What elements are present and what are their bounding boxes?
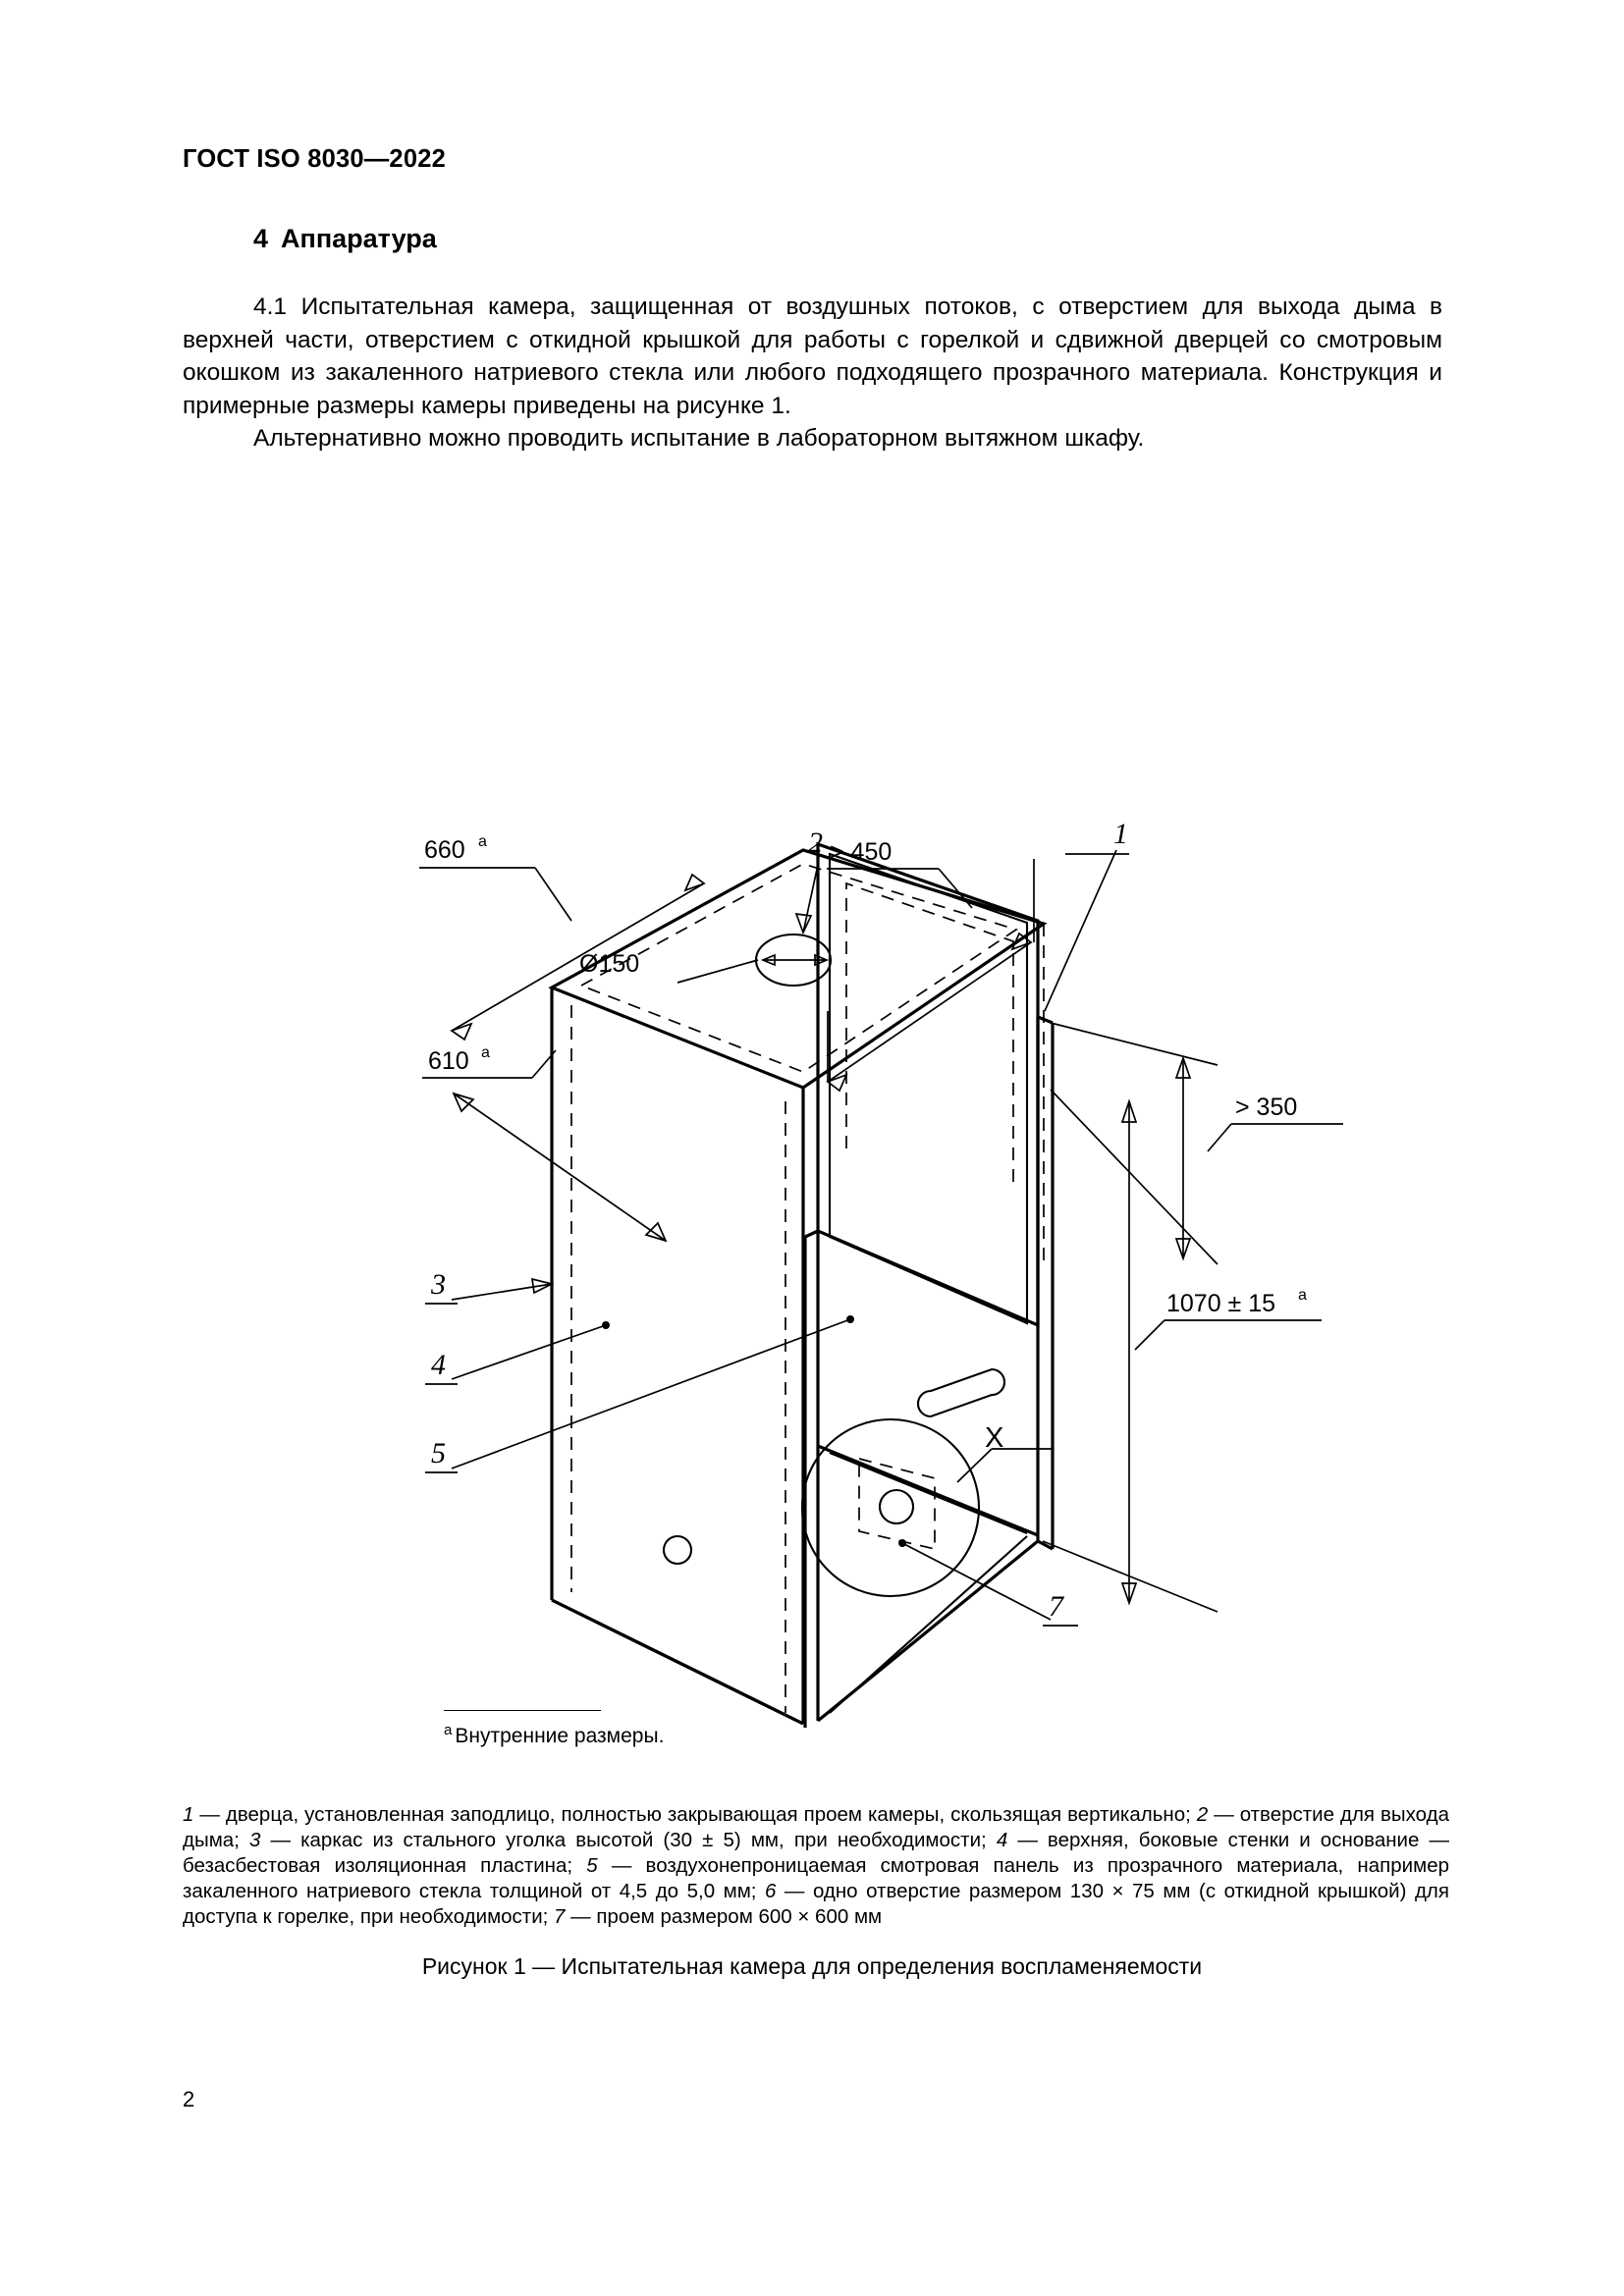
legend-text-6: — одно отверстие размером 130 × 75 мм (с… (183, 1880, 1449, 1928)
paragraph-4-1: 4.1 Испытательная камера, защищенная от … (183, 294, 1442, 419)
callout-1-label: 1 (1113, 818, 1128, 850)
dim-610-value: 610 (428, 1047, 469, 1075)
callout-4: 4 (425, 1321, 610, 1385)
callout-7-label: 7 (1049, 1590, 1065, 1623)
test-chamber-isometric-drawing: 660 a > 450 Ø150 (419, 818, 1343, 1728)
footnote-marker: a (444, 1722, 453, 1738)
dimension-width-top: 660 a (419, 833, 706, 1041)
body-text: 4.1 Испытательная камера, защищенная от … (183, 291, 1442, 455)
section-number: 4 (253, 224, 269, 253)
callout-2-label: 2 (808, 827, 823, 859)
dim-350-value: > 350 (1235, 1094, 1297, 1121)
legend-num-7: 7 (554, 1905, 566, 1928)
legend-text-2: — отверстие для выхода дыма; (183, 1803, 1449, 1851)
dimension-depth-side: 610 a (422, 1044, 668, 1243)
legend-text-3: — каркас из стального уголка высотой (30… (260, 1829, 997, 1851)
left-wall-hole (662, 1534, 693, 1566)
section-title: Аппаратура (281, 224, 437, 253)
legend-num-2: 2 (1196, 1803, 1209, 1826)
page-number: 2 (183, 2087, 195, 2111)
dim-660-superscript: a (478, 833, 487, 850)
dim-1070-value: 1070 ± 15 (1166, 1290, 1275, 1317)
door-handle (916, 1367, 1006, 1418)
callout-5-label: 5 (431, 1437, 446, 1469)
section-heading: 4 Аппаратура (253, 224, 437, 254)
detail-marker-x-main: X (985, 1422, 1003, 1454)
figure-1-technical-drawing: 660 a > 450 Ø150 (0, 461, 1624, 1728)
dimension-door-min: > 350 (1050, 1022, 1343, 1265)
dimension-depth-min: > 450 (826, 838, 1035, 1093)
smoke-vent-hole (677, 933, 833, 988)
legend-num-4: 4 (996, 1829, 1008, 1851)
callout-4-label: 4 (431, 1349, 446, 1381)
legend-num-3: 3 (249, 1829, 261, 1851)
callout-7: 7 (898, 1539, 1078, 1627)
dim-150-value: Ø150 (579, 950, 639, 978)
dim-660-value: 660 (424, 836, 465, 864)
footnote-text: Внутренние размеры. (455, 1725, 665, 1747)
detail-circle-x (800, 1417, 1054, 1598)
document-header-standard-id: ГОСТ ISO 8030—2022 (183, 145, 446, 173)
legend-num-1: 1 (183, 1803, 194, 1826)
callout-2: 2 (794, 827, 823, 935)
dimension-height-total: 1070 ± 15 a (1042, 1098, 1322, 1613)
legend-text-5: — воздухонепроницаемая смотровая панель … (183, 1854, 1449, 1902)
legend-text-7: — проем размером 600 × 600 мм (565, 1905, 883, 1928)
callout-3-label: 3 (430, 1268, 446, 1301)
callout-1: 1 (1044, 818, 1129, 1012)
figure-legend: 1 — дверца, установленная заподлицо, пол… (183, 1802, 1449, 1930)
legend-text-1: — дверца, установленная заподлицо, полно… (193, 1803, 1197, 1826)
callout-5: 5 (425, 1315, 854, 1473)
figure-caption: Рисунок 1 — Испытательная камера для опр… (421, 1953, 1203, 1979)
legend-text-4: — верхняя, боковые стенки и основание — … (183, 1829, 1450, 1877)
chamber-body (548, 841, 1055, 1728)
footnote-rule (444, 1710, 601, 1711)
legend-num-6: 6 (765, 1880, 777, 1902)
dim-450-value: > 450 (830, 838, 892, 866)
dimension-vent-diameter: Ø150 (579, 950, 639, 978)
dim-1070-superscript: a (1298, 1287, 1307, 1304)
callout-3: 3 (425, 1268, 555, 1305)
legend-num-5: 5 (586, 1854, 598, 1877)
paragraph-alternative: Альтернативно можно проводить испытание … (253, 425, 1145, 453)
dim-610-superscript: a (481, 1044, 490, 1061)
